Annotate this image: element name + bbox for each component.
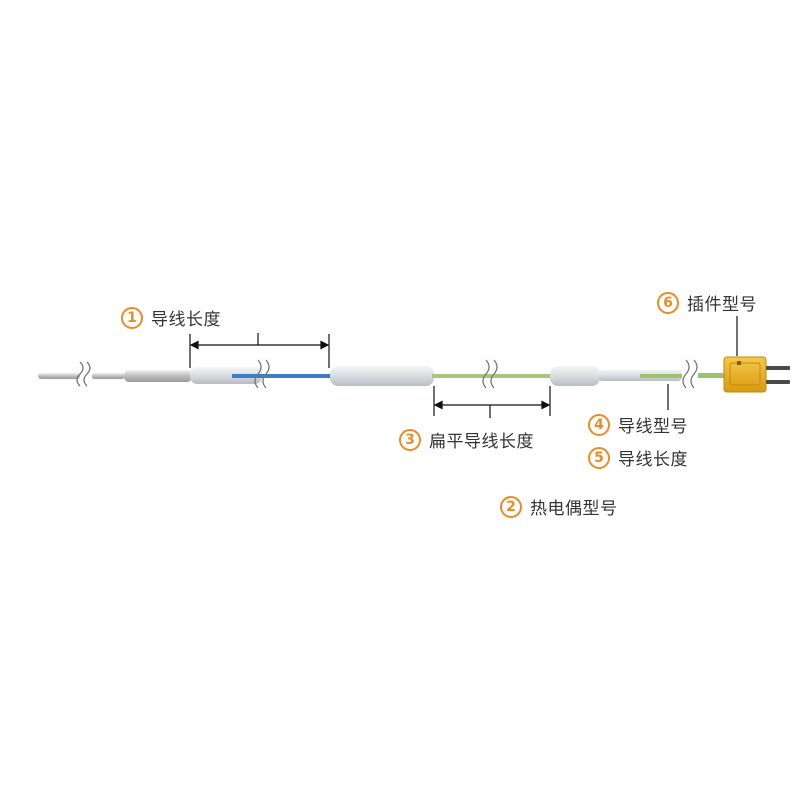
callout-number-4: 4 [588, 413, 610, 436]
blue-wire [232, 374, 332, 378]
dimension-bracket-flat-wire-length [433, 386, 551, 418]
dimension-bracket-wire-length [189, 333, 330, 368]
callout-number-5: 5 [588, 446, 610, 469]
break-mark [482, 359, 498, 389]
callout-number-2: 2 [500, 495, 522, 518]
probe-tip [38, 373, 80, 379]
break-mark [254, 359, 270, 389]
plug-connector [723, 356, 790, 393]
label-text: 插件型号 [687, 295, 757, 315]
probe-sheath [92, 370, 192, 382]
transition-sleeve [190, 367, 262, 384]
callout-number-3: 3 [399, 428, 421, 451]
label-text: 热电偶型号 [530, 499, 618, 519]
label-text: 导线型号 [618, 417, 688, 437]
break-mark [76, 361, 91, 387]
label-plug-model: 6 插件型号 [657, 290, 757, 315]
label-text: 扁平导线长度 [429, 432, 534, 452]
label-flat-wire-length: 3 扁平导线长度 [399, 427, 534, 452]
flat-wire-sleeve [550, 366, 600, 386]
callout-number-6: 6 [657, 291, 679, 314]
label-wire-length: 1 导线长度 [121, 305, 221, 330]
break-mark [682, 359, 698, 389]
lead-sheath [598, 370, 682, 381]
label-thermocouple-model: 2 热电偶型号 [500, 494, 618, 519]
green-wire [698, 373, 726, 378]
label-lead-length: 5 导线长度 [588, 445, 688, 470]
label-wire-model: 4 导线型号 [588, 412, 688, 437]
label-text: 导线长度 [151, 310, 221, 330]
callout-number-1: 1 [121, 306, 143, 329]
flat-wire-sleeve [330, 366, 434, 386]
label-text: 导线长度 [618, 450, 688, 470]
